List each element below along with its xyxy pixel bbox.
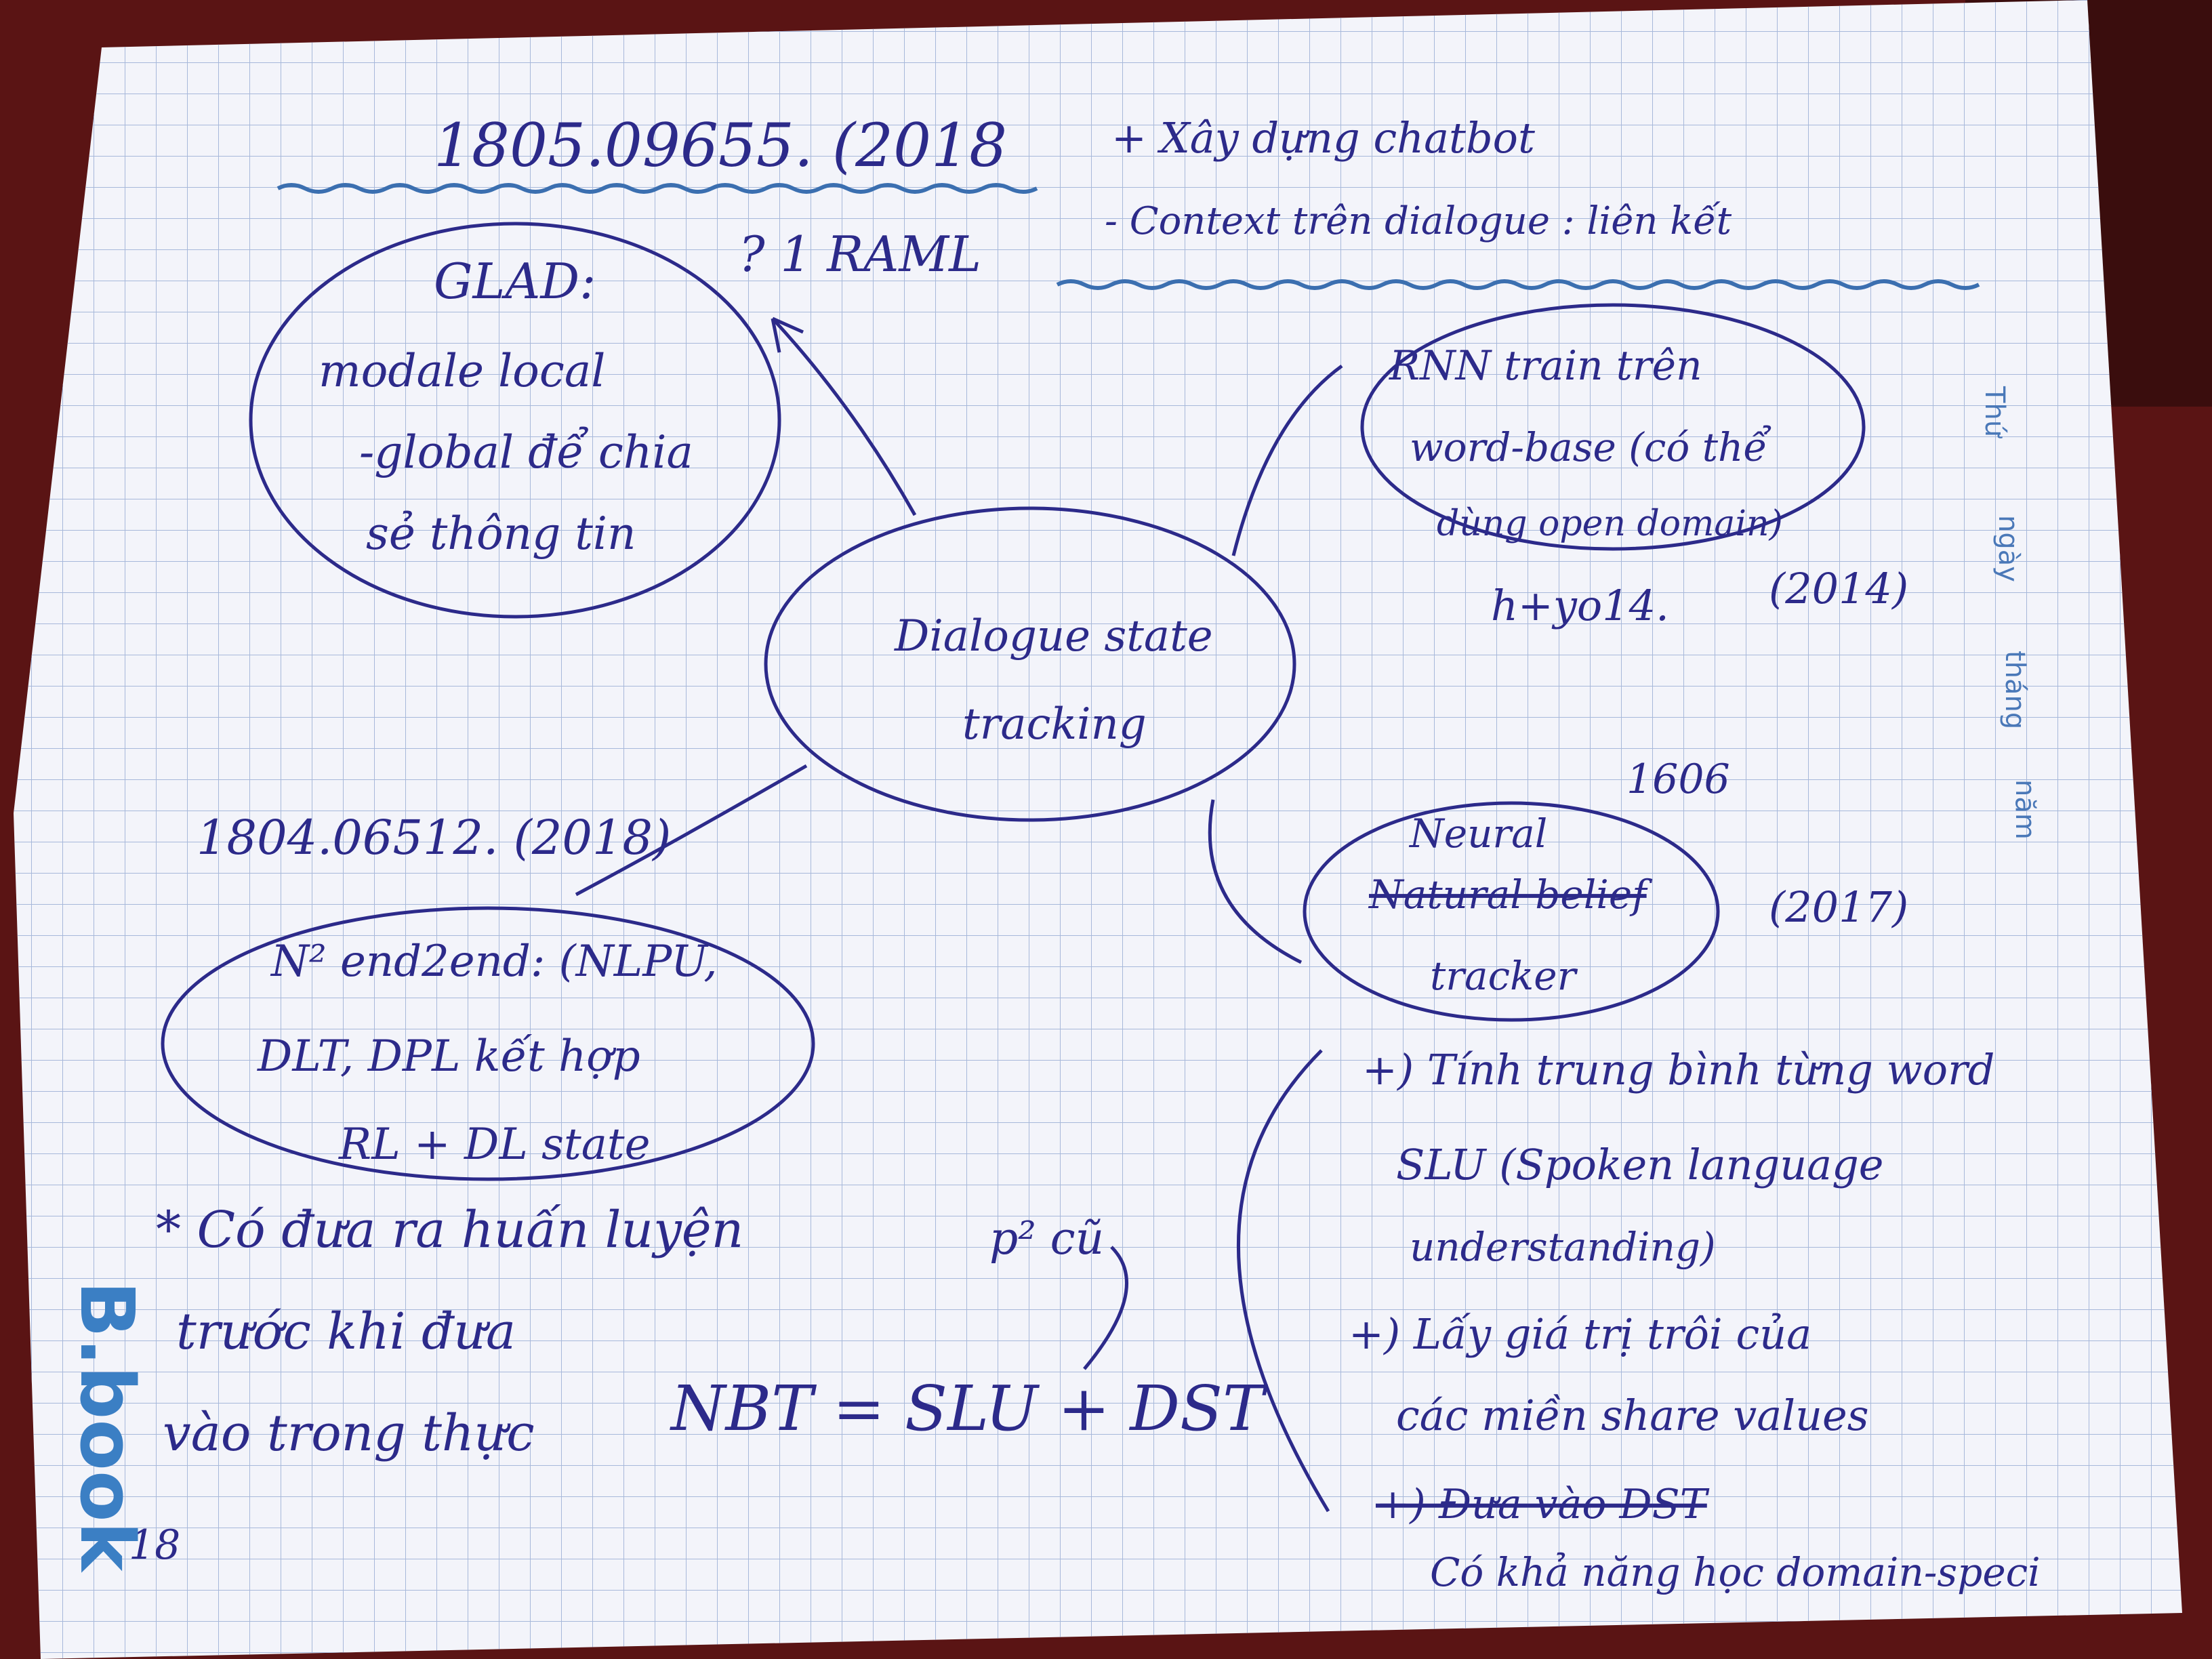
header-note-1: + Xây dựng chatbot (1111, 113, 1535, 163)
rnn-year: (2014) (1769, 564, 1908, 613)
nbt-year: (2017) (1769, 882, 1908, 932)
margin-year-label: năm (2009, 779, 2041, 840)
center-bubble (764, 506, 1296, 822)
p2-arrow (1083, 1246, 1128, 1370)
arrow-to-rnn (1231, 364, 1343, 556)
right-note-4: +) Lấy giá trị trôi của (1349, 1309, 1811, 1359)
arrow-to-nbt (1208, 799, 1303, 964)
right-note-3: understanding) (1410, 1224, 1716, 1270)
rnn-line-1: RNN train trên (1389, 342, 1702, 390)
bracket-right-notes (1236, 1049, 1330, 1513)
rnn-line-3: dùng open domain) (1437, 504, 1783, 544)
right-note-2: SLU (Spoken language (1396, 1140, 1883, 1189)
glad-line-3: sẻ thông tin (366, 508, 636, 560)
glad-title: GLAD: (434, 253, 596, 310)
arrow-to-glad (771, 317, 917, 516)
p2-note: p² cũ (989, 1212, 1104, 1265)
nbt-bubble (1303, 801, 1720, 1022)
n2e-bubble (161, 906, 815, 1181)
formula: NBT = SLU + DST (670, 1372, 1268, 1445)
nbt-line-3: tracker (1430, 953, 1578, 999)
arrow-head-glad (771, 316, 804, 353)
scallop-border-top (276, 183, 1038, 194)
rnn-reference: h+yo14. (1491, 581, 1669, 630)
right-note-5: các miền share values (1396, 1391, 1869, 1440)
scallop-border-right (1056, 279, 1980, 290)
left-note-3: vào trong thực (163, 1404, 535, 1462)
n2e-reference: 1804.06512. (2018) (197, 810, 671, 865)
margin-month-label: tháng (1999, 651, 2030, 729)
header-note-2: - Context trên dialogue : liên kết (1105, 199, 1732, 243)
arrow-to-n2e (575, 764, 808, 897)
glad-line-2: -global để chia (359, 426, 693, 478)
brand-logo: B.book (64, 1281, 150, 1574)
left-note-1: * Có đưa ra huấn luyện (156, 1201, 743, 1259)
center-line-1: Dialogue state (894, 611, 1213, 661)
margin-date-label: ngày (1992, 515, 2024, 582)
rnn-line-2: word-base (có thể (1410, 424, 1771, 470)
n2e-line-1: N² end2end: (NLPU, (270, 937, 718, 987)
nbt-reference: 1606 (1626, 756, 1730, 803)
left-note-2: trước khi đưa (176, 1303, 516, 1361)
n2e-line-2: DLT, DPL kết hợp (257, 1031, 640, 1082)
rnn-bubble (1360, 303, 1866, 551)
right-note-7: Có khả năng học domain-speci (1430, 1549, 2041, 1595)
glad-bubble (249, 222, 781, 619)
right-note-1: +) Tính trung bình từng word (1362, 1045, 1994, 1094)
center-line-2: tracking (962, 699, 1147, 750)
right-note-6: +) Đưa vào DST (1376, 1481, 1710, 1528)
page-number: 18 (129, 1521, 180, 1569)
margin-day-label: Thứ (1979, 386, 2010, 439)
glad-line-1: modale local (319, 345, 605, 397)
nbt-line-2: Natural belief (1368, 872, 1653, 918)
n2e-line-3: RL + DL state (338, 1120, 650, 1170)
header-reference: 1805.09655. (2018 (434, 110, 1007, 180)
grid-lines (14, 0, 2182, 1659)
nbt-line-1: Neural (1408, 811, 1547, 857)
arrow-note: ? 1 RAML (739, 226, 981, 283)
